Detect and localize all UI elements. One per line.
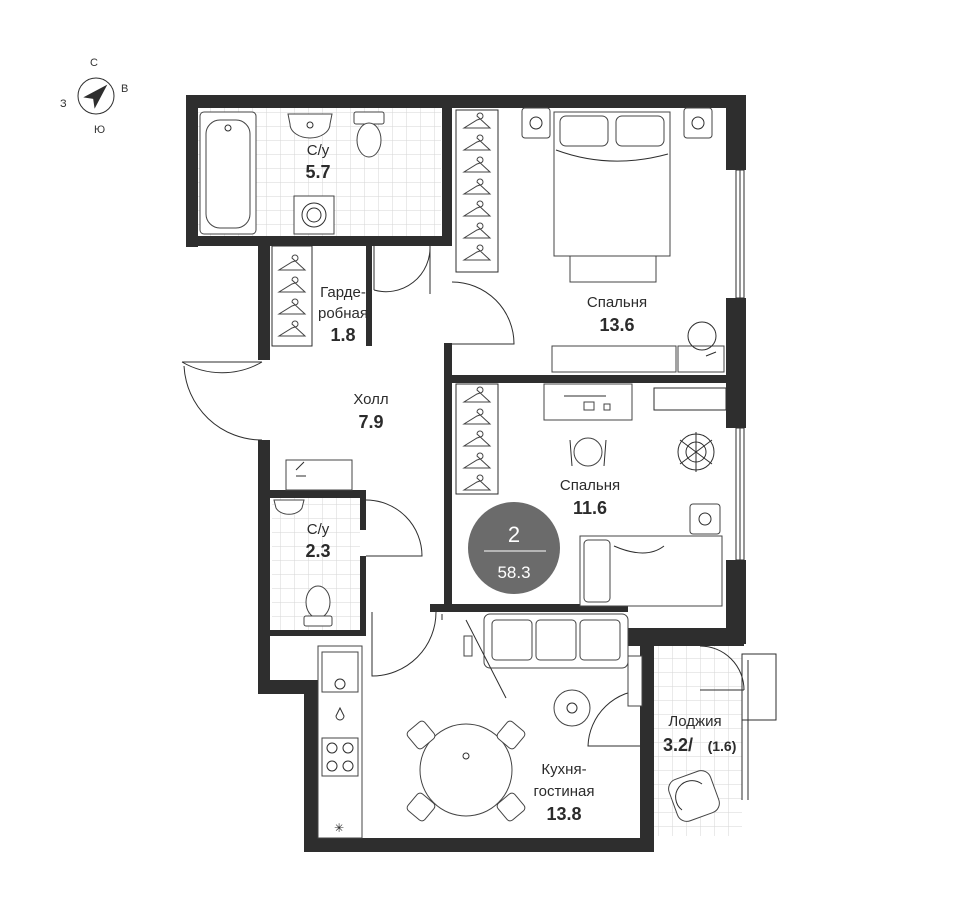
rooms-count: 2 [508, 522, 520, 547]
wardrobe-name-line1: Гарде- [320, 284, 366, 301]
bedroom-2-area: 11.6 [573, 498, 607, 518]
hanger-icon [462, 474, 492, 491]
hanger-icon [462, 408, 492, 425]
hanger-icon [462, 112, 492, 129]
kitchen-living-name-line2: гостиная [534, 783, 595, 800]
wardrobe-name-line2: робная [318, 305, 368, 322]
bathroom-large-area: 5.7 [305, 162, 330, 182]
bedroom-2-name: Спальня [560, 477, 620, 494]
hanger-icon [462, 178, 492, 195]
loggia-name: Лоджия [668, 713, 721, 730]
room-labels: С/у 5.7 Гарде- робная 1.8 Спальня 13.6 Х… [305, 142, 736, 824]
compass-north: С [90, 57, 98, 69]
hanger-icon [277, 276, 307, 293]
bedroom-1-name: Спальня [587, 294, 647, 311]
bathroom-fixtures [199, 111, 385, 627]
svg-text:✳: ✳ [334, 821, 344, 835]
bathroom-large-name: С/у [307, 142, 330, 159]
hall-name: Холл [353, 391, 388, 408]
total-area: 58.3 [497, 563, 530, 582]
hanger-icon [462, 386, 492, 403]
hanger-icons [277, 112, 492, 491]
hanger-icon [277, 320, 307, 337]
hanger-icon [462, 244, 492, 261]
kitchen-living-name-line1: Кухня- [541, 761, 586, 778]
doors [181, 245, 745, 747]
wardrobe-hangers [271, 109, 499, 495]
bedroom-2-furniture [543, 383, 723, 607]
compass-east: В [121, 83, 128, 95]
wardrobe-area: 1.8 [330, 325, 355, 345]
bedroom-1-furniture [521, 107, 725, 373]
hanger-icon [462, 222, 492, 239]
hanger-icon [462, 134, 492, 151]
hanger-icon [462, 200, 492, 217]
hanger-icon [277, 298, 307, 315]
bathroom-small-name: С/у [307, 521, 330, 538]
north-arrow-icon [83, 84, 108, 109]
compass: С В Ю З [60, 57, 128, 136]
loggia-furniture [668, 770, 720, 822]
windows [502, 169, 777, 849]
compass-west: З [60, 98, 67, 110]
hanger-icon [462, 452, 492, 469]
plant-icon [677, 432, 715, 472]
summary-badge: 2 58.3 [468, 502, 560, 594]
hanger-icon [462, 430, 492, 447]
kitchen-living-furniture: ✳ [317, 613, 643, 839]
compass-south: Ю [94, 124, 105, 136]
hanger-icon [462, 156, 492, 173]
hall-area: 7.9 [358, 412, 383, 432]
bathroom-small-area: 2.3 [305, 541, 330, 561]
bedroom-1-area: 13.6 [599, 315, 634, 335]
walls [186, 95, 746, 852]
hanger-icon [277, 254, 307, 271]
loggia-area-reduced: (1.6) [708, 738, 737, 754]
loggia-area: 3.2/ [663, 735, 693, 755]
kitchen-living-area: 13.8 [546, 804, 581, 824]
